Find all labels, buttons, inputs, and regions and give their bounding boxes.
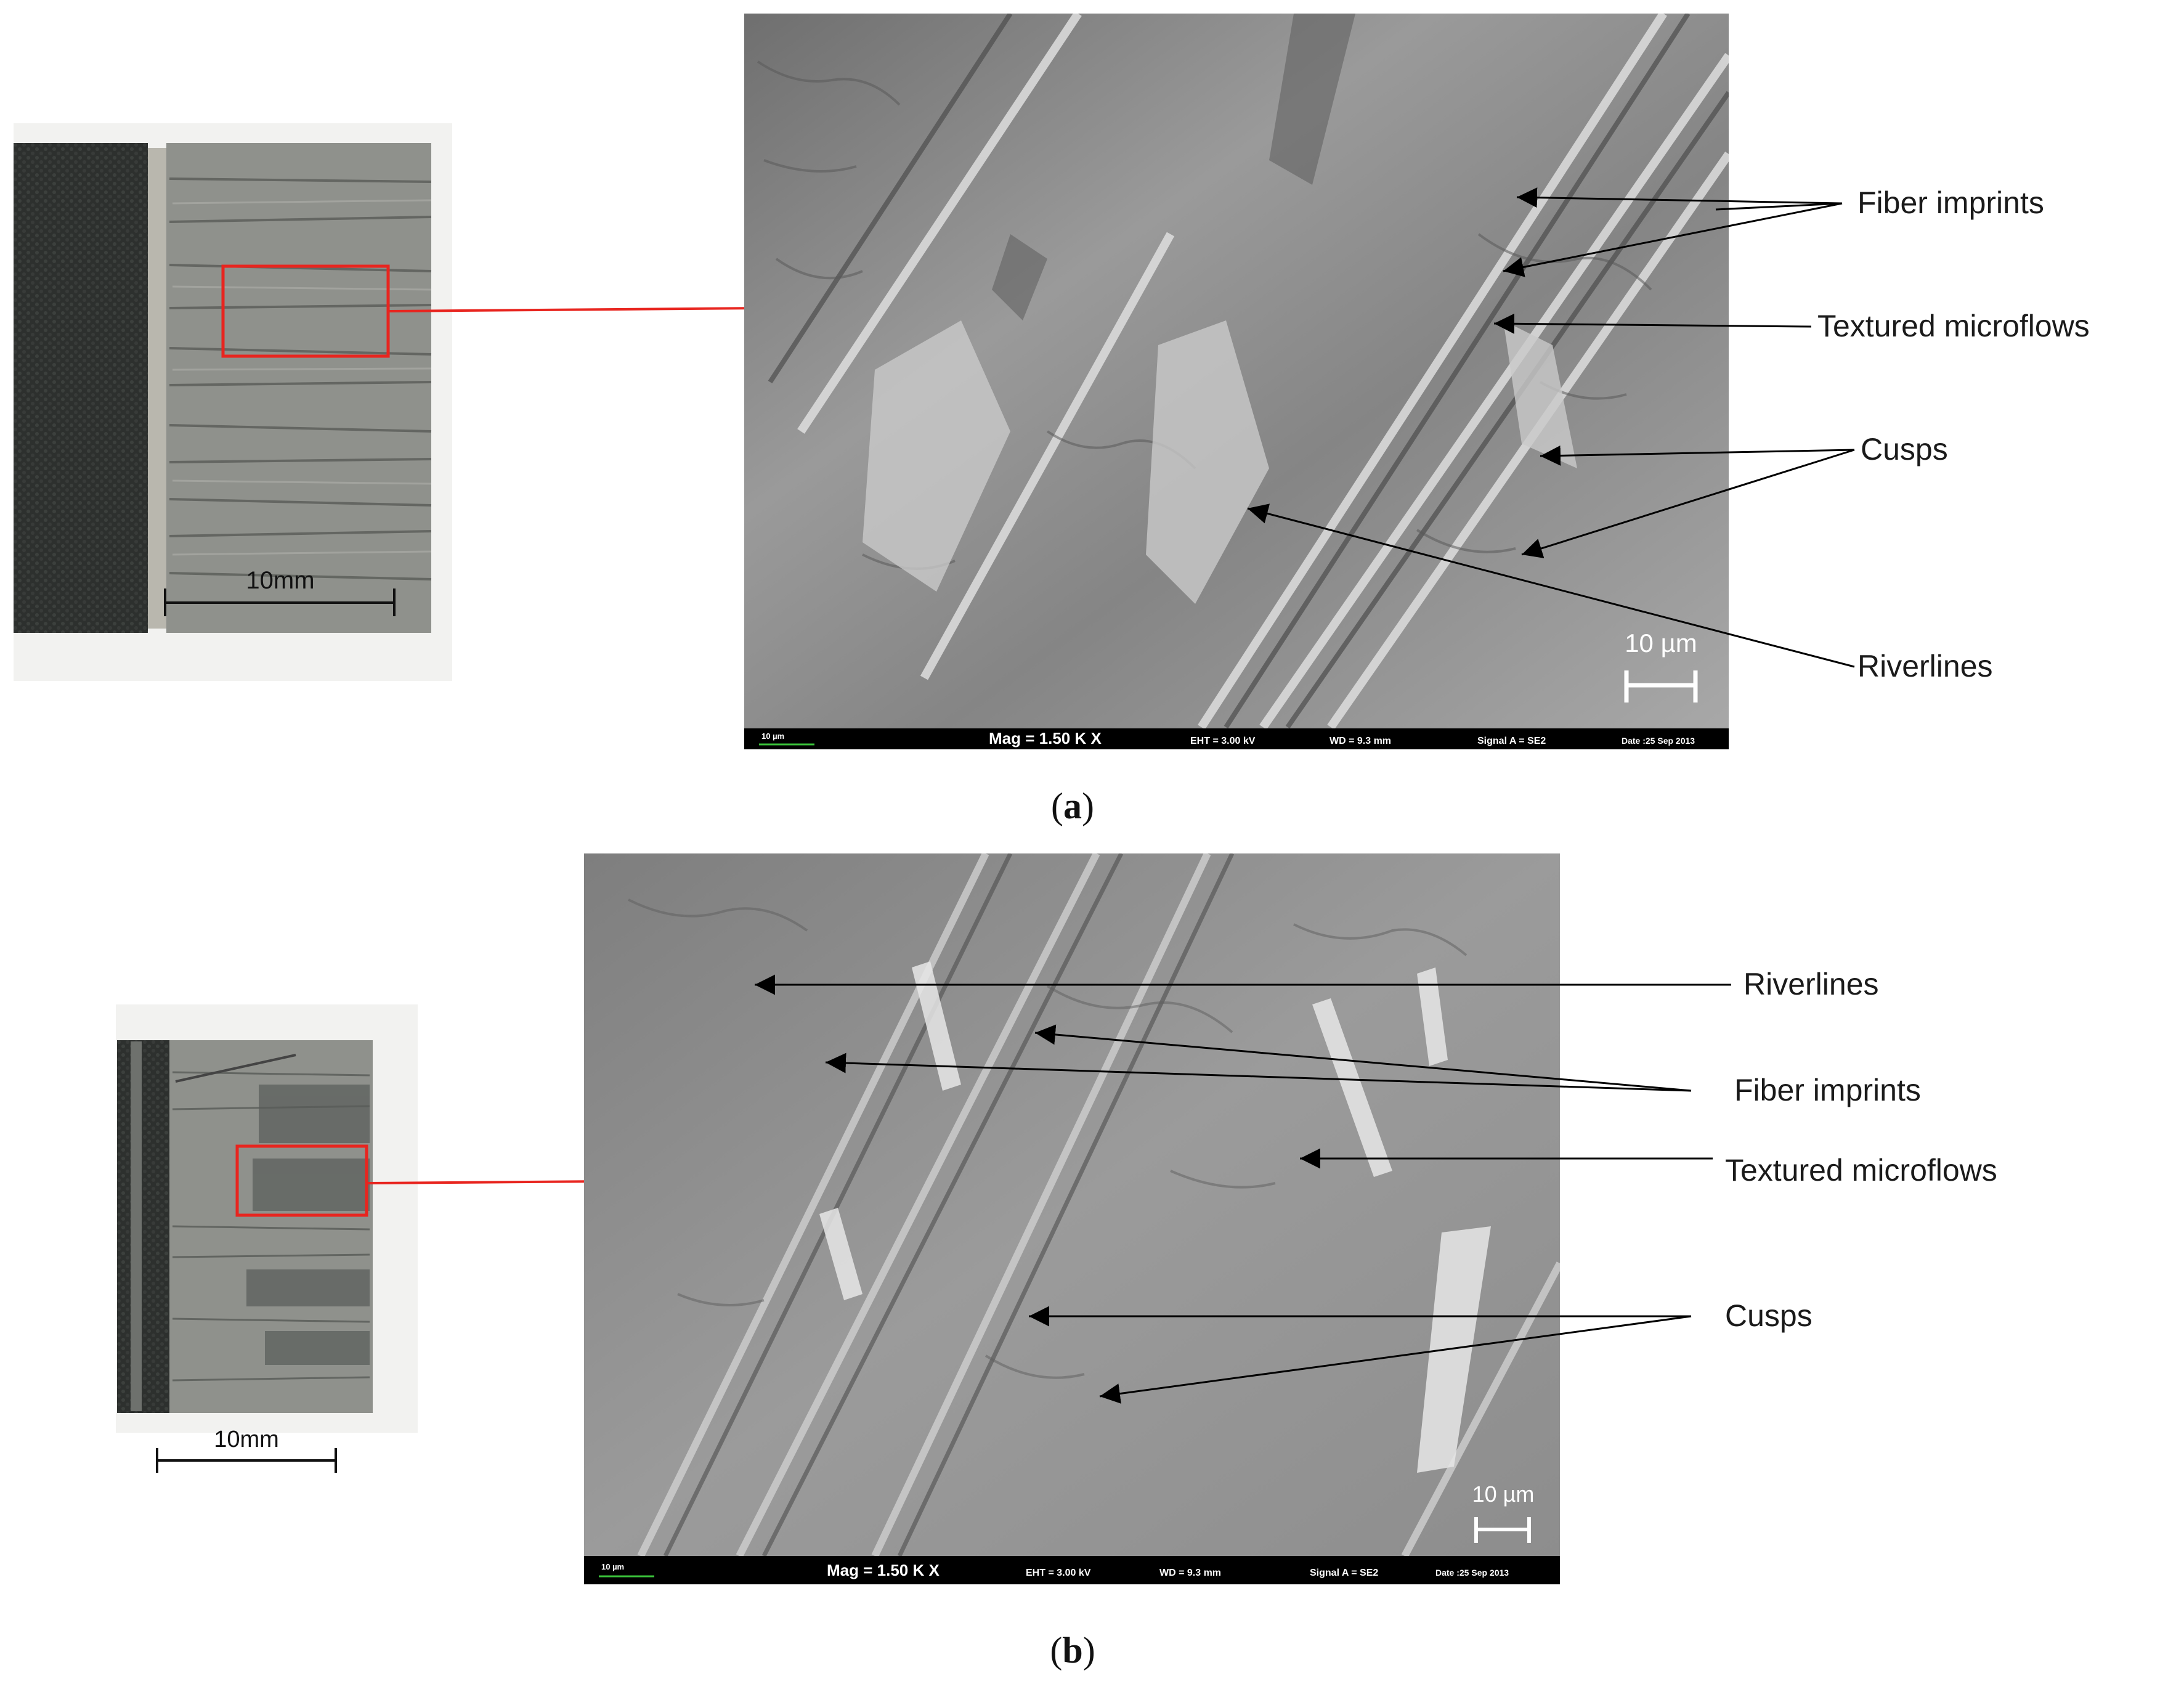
fabric-strip xyxy=(14,143,148,633)
sem-image-b: 10 µm 10 µm Mag = 1.50 K X EHT = 3.00 kV… xyxy=(584,853,1560,1584)
sem-scale-label-b: 10 µm xyxy=(1472,1481,1535,1507)
sem-scale-bar-a xyxy=(1624,670,1698,702)
sem-info-bar-a xyxy=(744,728,1729,749)
annotation-fiber-imprints-b: Fiber imprints xyxy=(1734,1073,1921,1107)
info-mag-b: Mag = 1.50 K X xyxy=(827,1561,940,1579)
panel-a: 10mm xyxy=(14,14,2090,826)
annotation-textured-microflows-a: Textured microflows xyxy=(1817,309,2090,343)
sem-scale-label-a: 10 µm xyxy=(1625,629,1697,658)
info-eht-a: EHT = 3.00 kV xyxy=(1190,736,1256,746)
annotation-fiber-imprints-a: Fiber imprints xyxy=(1857,185,2044,220)
panel-label-a: (a) xyxy=(1051,786,1094,826)
info-wd-a: WD = 9.3 mm xyxy=(1329,736,1391,746)
photo-scale-bar-b xyxy=(156,1448,337,1473)
info-eht-b: EHT = 3.00 kV xyxy=(1026,1568,1091,1578)
photo-scale-label: 10mm xyxy=(246,567,314,594)
bond-line xyxy=(148,148,166,629)
panel-label-b: (b) xyxy=(1050,1630,1095,1671)
info-date-b: Date :25 Sep 2013 xyxy=(1435,1568,1509,1578)
annotation-textured-microflows-b: Textured microflows xyxy=(1725,1153,1997,1187)
info-signal-b: Signal A = SE2 xyxy=(1310,1568,1378,1578)
annotation-cusps-b: Cusps xyxy=(1725,1298,1813,1333)
photo-scale-bar xyxy=(164,588,396,616)
info-wd-b: WD = 9.3 mm xyxy=(1159,1568,1221,1578)
annotation-riverlines-a: Riverlines xyxy=(1857,649,1993,683)
photo-scale-label-b: 10mm xyxy=(214,1427,279,1452)
region-box-b xyxy=(235,1144,368,1217)
panel-b: 10mm xyxy=(116,853,1997,1671)
sem-info-bar-b xyxy=(584,1556,1560,1584)
specimen-photo-a: 10mm xyxy=(14,123,452,681)
info-small-scale-b: 10 µm xyxy=(601,1562,624,1571)
info-date-a: Date :25 Sep 2013 xyxy=(1622,736,1695,746)
specimen-photo-b: 10mm xyxy=(116,1004,418,1473)
info-signal-a: Signal A = SE2 xyxy=(1477,736,1546,746)
sem-scale-bar-b xyxy=(1474,1517,1531,1543)
info-small-scale-a: 10 µm xyxy=(761,731,784,741)
fabric-strip-b xyxy=(117,1040,169,1413)
annotation-riverlines-b: Riverlines xyxy=(1744,967,1879,1001)
annotation-cusps-a: Cusps xyxy=(1861,432,1948,466)
annotation-arrows-b xyxy=(755,974,1731,1404)
info-mag-a: Mag = 1.50 K X xyxy=(989,729,1102,747)
sem-image-a: 10 µm 10 µm Mag = 1.50 K X EHT = 3.00 kV… xyxy=(744,14,1729,749)
annotation-arrows-a xyxy=(1247,187,1855,668)
